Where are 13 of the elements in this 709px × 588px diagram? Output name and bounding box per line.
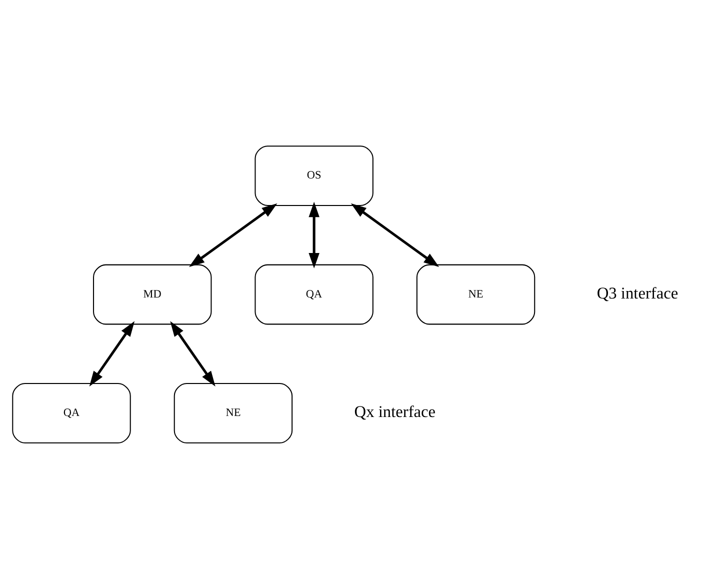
arrow [170,320,216,386]
arrow [89,320,135,386]
node-box: MD [93,264,212,324]
label: Q3 interface [596,282,678,302]
node-box: NE [416,264,536,324]
arrow [350,202,440,267]
node-box: QA [12,382,131,443]
node-box: QA [254,264,374,324]
node-box: OS [254,145,374,206]
node-box: NE [174,382,293,443]
arrow [189,202,278,267]
label: Qx interface [354,402,436,421]
arrow [308,201,320,268]
